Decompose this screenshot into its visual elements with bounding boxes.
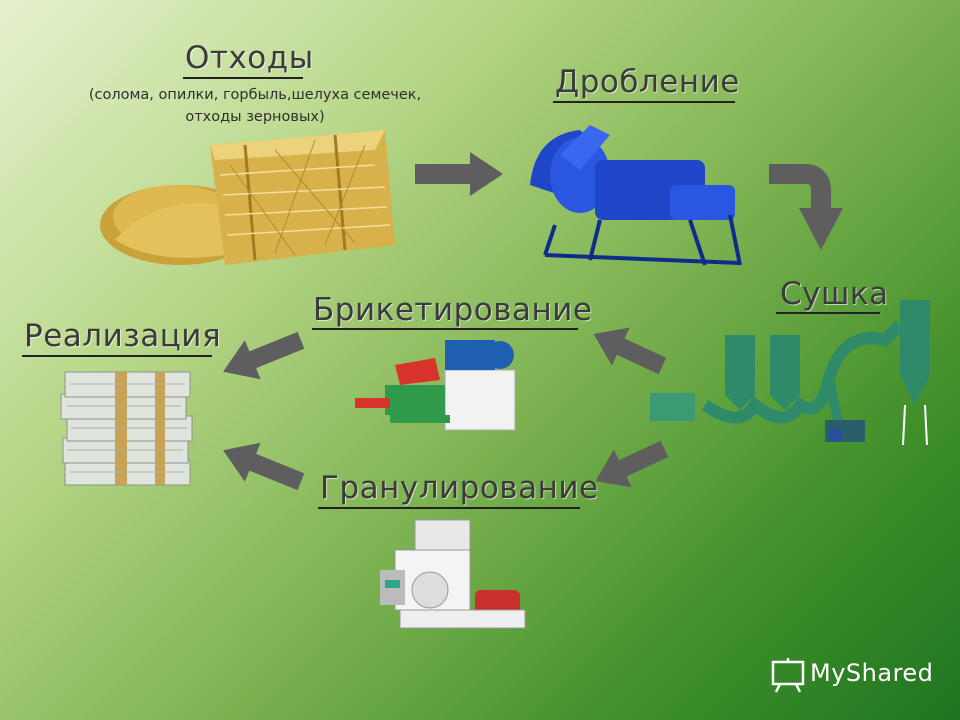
arrow-crushing-to-drying [769, 164, 843, 250]
underline-granulation [318, 507, 580, 509]
waste-subtitle-line2: отходы зерновых) [185, 109, 325, 125]
stage-title-waste: Отходы [185, 40, 314, 76]
briquetting-machine-image [355, 340, 516, 431]
stage-title-sale: Реализация [24, 318, 222, 354]
underline-drying [776, 312, 880, 314]
arrow-drying-to-granulation [595, 440, 669, 488]
underline-crushing [553, 101, 735, 103]
crusher-machine-image [530, 125, 742, 266]
waste-subtitle-line1: (солома, опилки, горбыль,шелуха семечек, [88, 87, 422, 103]
stage-title-granulation: Гранулирование [320, 470, 599, 506]
presentation-board-icon [771, 658, 805, 693]
pellet-mill-image [380, 519, 526, 629]
underline-briquetting [312, 328, 578, 330]
dryer-system-image [650, 300, 930, 446]
underline-waste [183, 77, 303, 79]
arrow-waste-to-crushing [415, 152, 503, 196]
arrow-briquetting-to-sale [223, 331, 305, 380]
arrow-granulation-to-sale [223, 442, 305, 491]
underline-sale [22, 355, 212, 357]
money-stack-image [60, 371, 193, 486]
stage-title-drying: Сушка [780, 276, 889, 312]
watermark-logo[interactable]: MyShared [810, 659, 934, 687]
stage-title-crushing: Дробление [555, 64, 740, 100]
straw-bale-image [100, 130, 395, 265]
stage-title-briquetting: Брикетирование [313, 292, 593, 328]
arrow-drying-to-briquetting [593, 327, 667, 375]
